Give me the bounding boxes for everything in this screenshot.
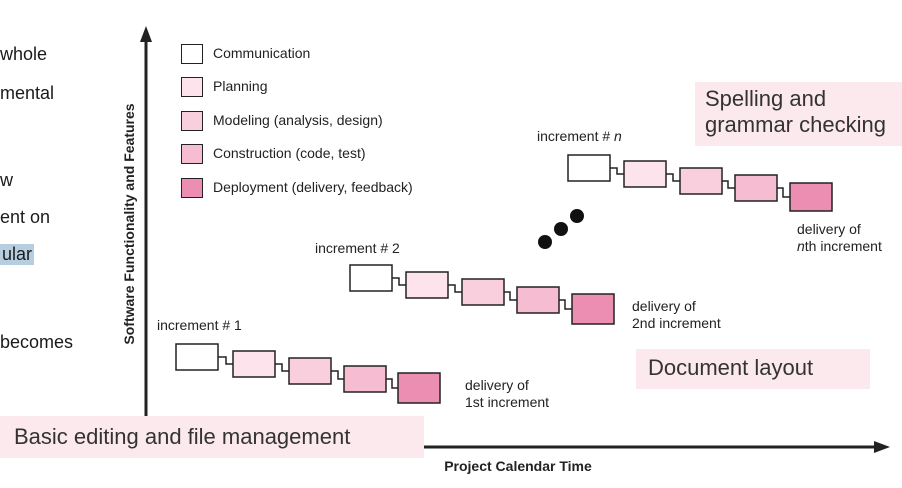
delivery-2-label: delivery of 2nd increment [632,298,721,332]
increment-n-sequence [567,154,833,212]
ellipsis-dot [554,222,568,236]
callout-document-layout: Document layout [636,349,870,389]
legend-label: Planning [213,78,268,94]
increment-n-label-prefix: increment # [537,128,615,144]
legend-swatch [181,44,203,64]
delivery-1-line-2: 1st increment [465,394,550,410]
increment-2-sequence [349,264,615,325]
delivery-1-line-1: delivery of [465,377,529,393]
increment-2-label: increment # 2 [315,240,400,256]
ellipsis-dot [570,209,584,223]
left-text-line-3: w [0,170,13,190]
left-text-line-4: ent on [0,207,51,227]
delivery-1-label: delivery of 1st increment [465,377,549,411]
x-axis-arrowhead [874,441,890,453]
legend-swatch [181,178,203,198]
left-text-line-1: whole [0,44,48,64]
legend-swatch [181,111,203,131]
callout-spelling-grammar: Spelling and grammar checking [695,82,902,146]
increment-n-label: increment # n [537,128,622,145]
y-axis-arrowhead [140,26,152,42]
delivery-n-label: delivery of nth increment [797,221,882,255]
legend-label: Communication [213,45,311,61]
legend-label: Modeling (analysis, design) [213,112,383,128]
delivery-n-line-2: nth increment [797,238,882,255]
delivery-2-line-2: 2nd increment [632,315,721,331]
legend-swatch [181,144,203,164]
increment-1-sequence [175,343,441,404]
delivery-n-line-1: delivery of [797,221,861,237]
legend-label: Construction (code, test) [213,145,366,161]
delivery-n-var: n [797,238,805,254]
increment-1-label: increment # 1 [157,317,242,333]
left-text-line-2: mental [0,83,55,103]
x-axis-label: Project Calendar Time [444,458,592,474]
legend-label: Deployment (delivery, feedback) [213,179,413,195]
callout-basic-editing: Basic editing and file management [0,416,424,458]
delivery-n-line-2-rest: th increment [804,238,882,254]
ellipsis-dot [538,235,552,249]
y-axis-label: Software Functionality and Features [121,103,137,344]
increment-n-var: n [614,128,622,144]
left-text-highlighted: ular [0,244,35,265]
legend-swatch [181,77,203,97]
left-text-line-6: becomes [0,332,74,352]
delivery-2-line-1: delivery of [632,298,696,314]
